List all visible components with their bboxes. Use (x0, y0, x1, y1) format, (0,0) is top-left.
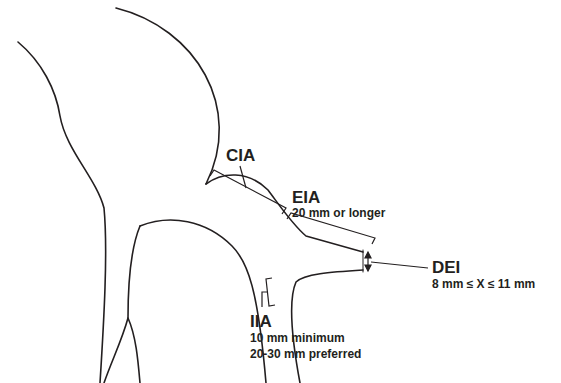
cia-lower-wall (140, 220, 266, 383)
iia-leader (262, 292, 268, 307)
eia-end (363, 250, 364, 272)
iia-outer-wall (292, 270, 363, 383)
aorta-left-wall (18, 42, 106, 383)
cia-bracket (210, 170, 286, 214)
vessel-name: EIA (292, 188, 320, 208)
aorta-right-wall (116, 8, 219, 184)
vessel-name: IIA (250, 312, 272, 332)
contralateral-internal-branch (128, 318, 140, 383)
cia-leader (240, 166, 246, 188)
vessel-name: CIA (226, 146, 255, 166)
length-note: 20 mm or longer (292, 207, 385, 221)
dimension-name: DEI (432, 258, 460, 278)
dei-leader (371, 262, 428, 268)
dei-arrowhead-top (365, 252, 371, 258)
length-note: 20-30 mm preferred (250, 348, 361, 362)
dei-arrowhead-bottom (365, 265, 371, 271)
dimension-range: 8 mm ≤ X ≤ 11 mm (432, 278, 535, 292)
length-note: 10 mm minimum (250, 332, 345, 346)
contralateral-iliac-inner (104, 226, 140, 383)
